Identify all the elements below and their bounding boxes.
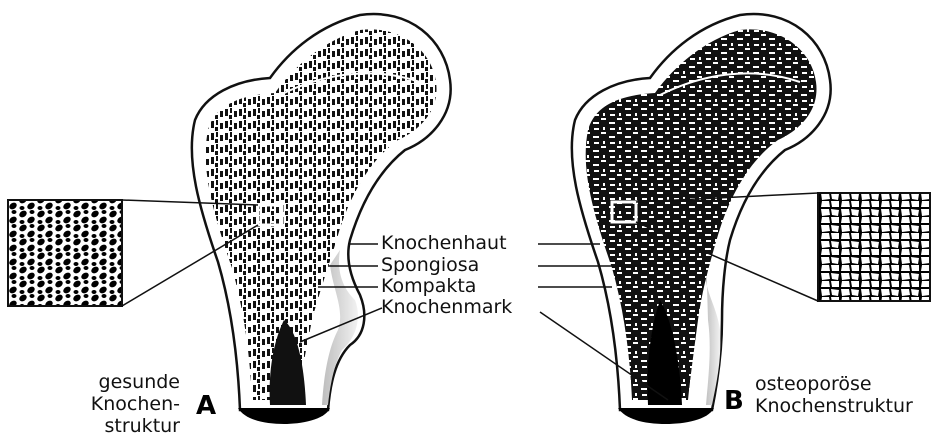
caption-a-line-2: Knochen- <box>70 393 180 415</box>
label-knochenmark: Knochenmark <box>381 297 512 318</box>
label-knochenhaut: Knochenhaut <box>381 233 507 254</box>
panel-letter-a: A <box>196 391 216 421</box>
caption-a-line-3: struktur <box>70 415 180 437</box>
caption-a-line-1: gesunde <box>70 371 180 393</box>
label-kompakta: Kompakta <box>381 276 476 297</box>
inset-b-osteoporotic-structure <box>818 193 930 301</box>
femur-b-base <box>618 408 714 424</box>
inset-a-healthy-structure <box>8 200 122 306</box>
label-spongiosa: Spongiosa <box>381 255 479 276</box>
panel-letter-b: B <box>724 386 744 416</box>
caption-a: gesunde Knochen- struktur <box>70 371 180 437</box>
femur-b-illustration <box>572 14 831 424</box>
caption-b-line-1: osteoporöse <box>755 373 913 395</box>
femur-a-illustration <box>192 14 451 424</box>
femur-a-base <box>238 408 330 424</box>
caption-b: osteoporöse Knochenstruktur <box>755 373 913 417</box>
caption-b-line-2: Knochenstruktur <box>755 395 913 417</box>
